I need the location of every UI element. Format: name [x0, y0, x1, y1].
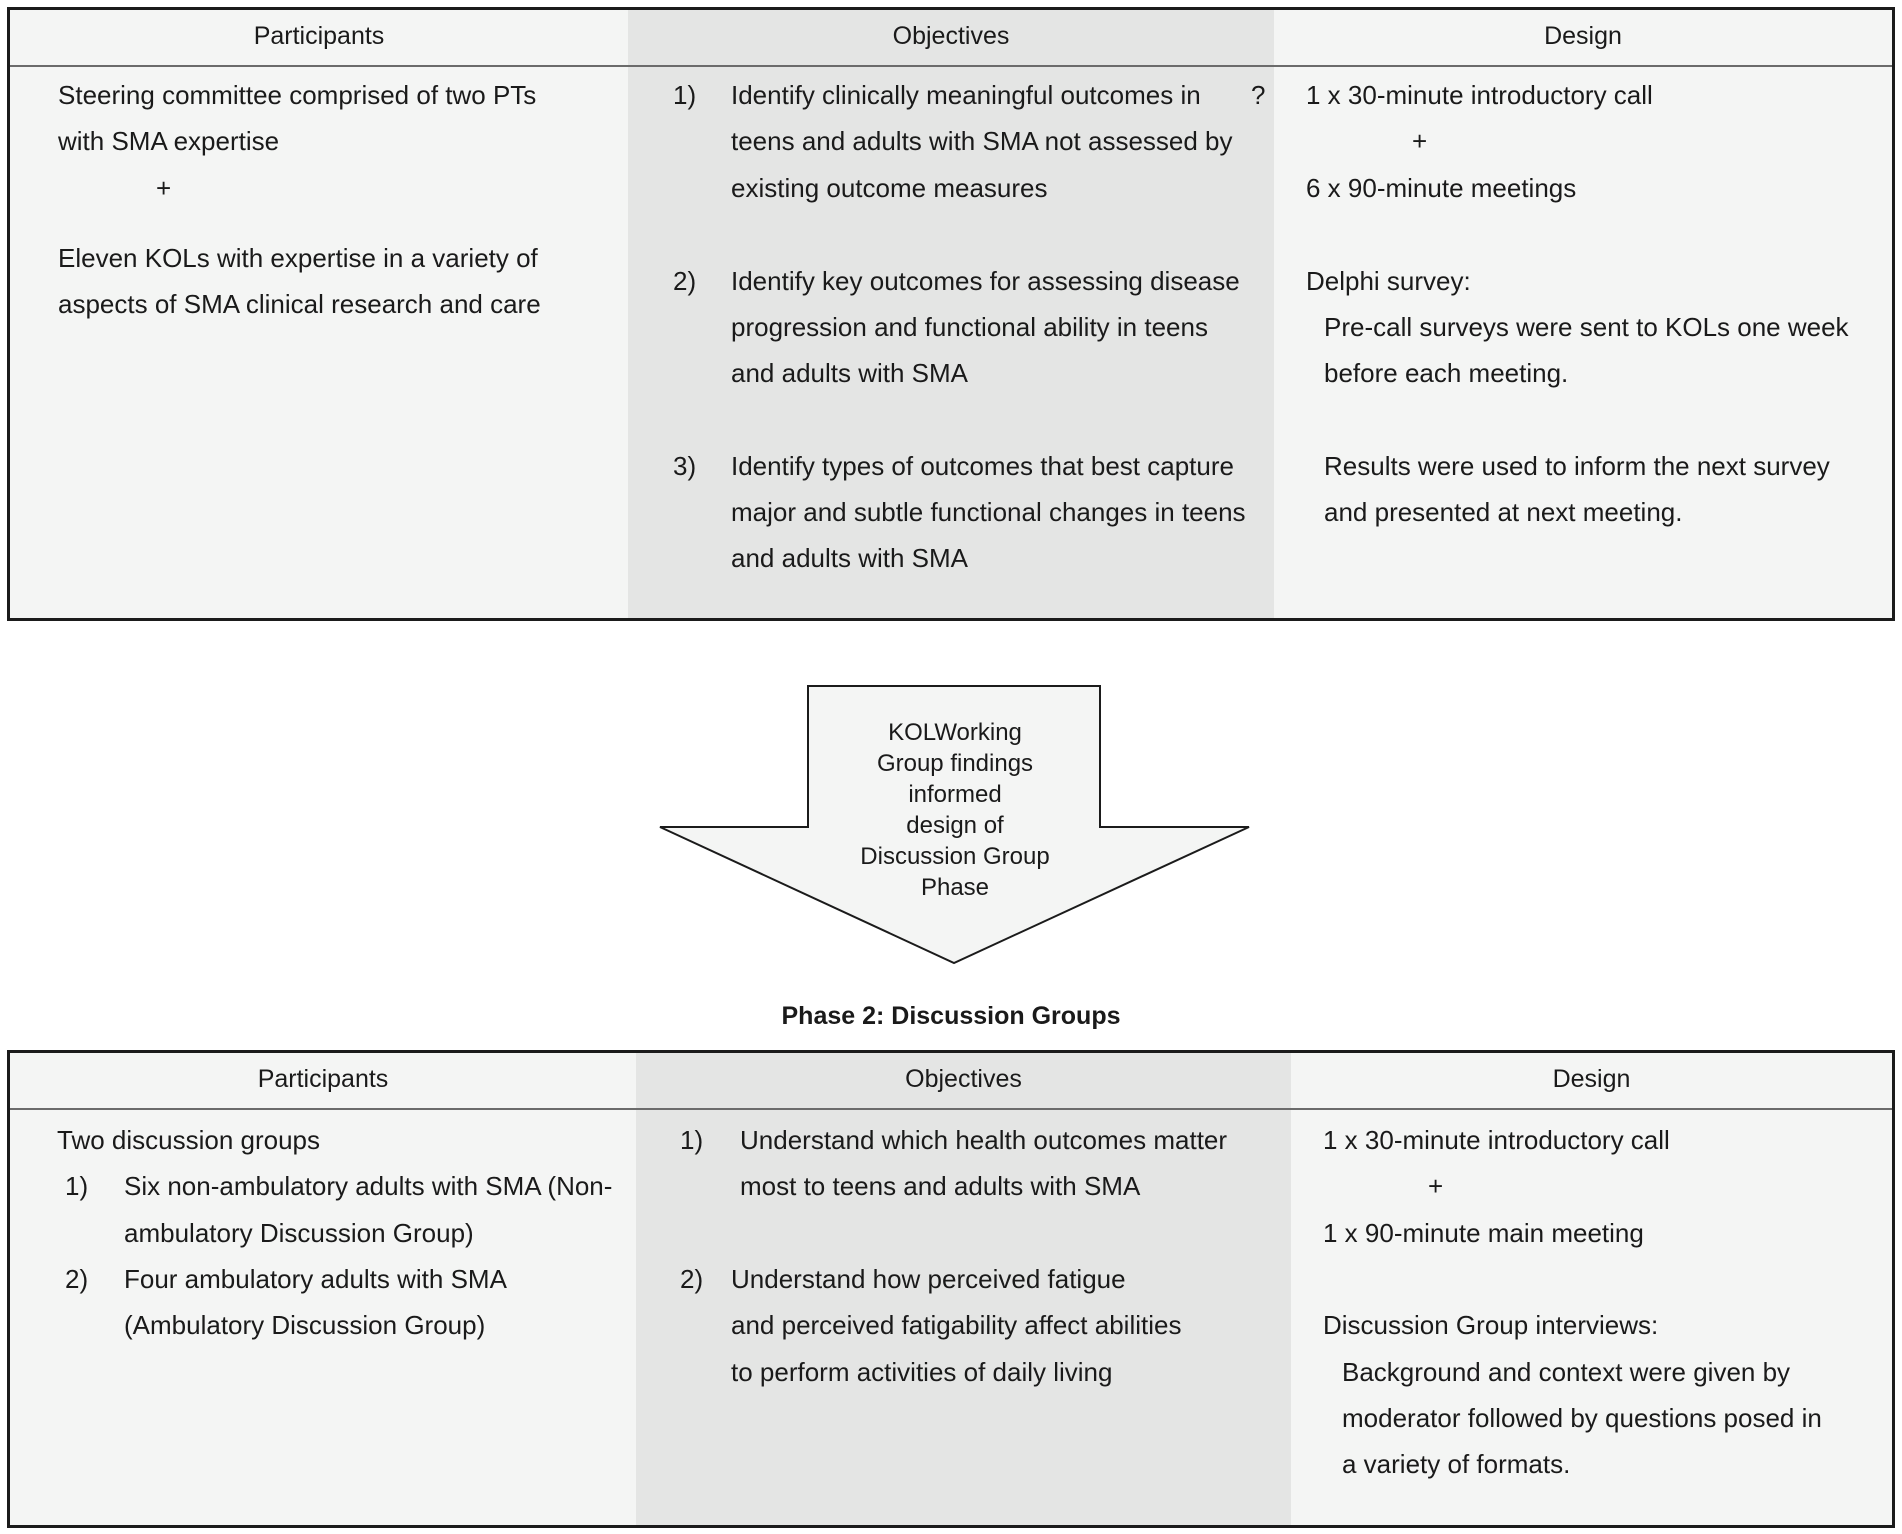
phase1-design-header: Design	[1274, 10, 1892, 67]
phase1-delphi-title: Delphi survey:	[1306, 266, 1471, 296]
phase1-design-column: Design 1 x 30-minute introductory call +…	[1274, 10, 1892, 618]
phase2-design-line: 1 x 30-minute introductory call	[1323, 1125, 1670, 1155]
phase2-participants-header: Participants	[10, 1053, 636, 1110]
phase2-design-line: 1 x 90-minute main meeting	[1323, 1218, 1644, 1248]
phase2-objective-line: most to teens and adults with SMA	[740, 1171, 1141, 1201]
phase2-title: Phase 2: Discussion Groups	[781, 1002, 1121, 1030]
phase1-delphi-line: Results were used to inform the next sur…	[1324, 451, 1830, 481]
phase2-participant-line: (Ambulatory Discussion Group)	[124, 1310, 486, 1340]
phase2-design-header: Design	[1291, 1053, 1892, 1110]
phase2-objective-number: 1)	[680, 1125, 704, 1155]
phase2-objectives-column: Objectives 1) Understand which health ou…	[636, 1053, 1291, 1525]
phase1-objective-number: 1)	[673, 80, 697, 110]
phase1-objective-line: Identify clinically meaningful outcomes …	[731, 80, 1201, 110]
phase2-objective-line: and perceived fatigability affect abilit…	[731, 1310, 1182, 1340]
phase2-participant-number: 2)	[65, 1264, 89, 1294]
phase1-objective-line: existing outcome measures	[731, 173, 1048, 203]
phase2-participant-line: Six non-ambulatory adults with SMA (Non-	[124, 1171, 613, 1201]
phase2-interview-line: Background and context were given by	[1342, 1357, 1791, 1387]
phase2-objectives-header: Objectives	[636, 1053, 1291, 1110]
phase2-participants-intro: Two discussion groups	[57, 1125, 321, 1155]
phase1-delphi-line: before each meeting.	[1324, 358, 1569, 388]
phase1-objective-line: and adults with SMA	[731, 543, 969, 573]
phase1-delphi-line: Pre-call surveys were sent to KOLs one w…	[1324, 312, 1849, 342]
phase2-objective-line: Understand which health outcomes matter	[740, 1125, 1228, 1155]
phase1-design-plus: +	[1412, 126, 1428, 156]
phase1-objective-line: progression and functional ability in te…	[731, 312, 1208, 342]
phase2-objective-line: Understand how perceived fatigue	[731, 1264, 1126, 1294]
phase1-participants-line: aspects of SMA clinical research and car…	[58, 289, 541, 319]
phase1-objectives-header: Objectives	[628, 10, 1274, 67]
phase1-objective-line: and adults with SMA	[731, 358, 969, 388]
phase1-participants-column: Participants Steering committee comprise…	[10, 10, 628, 618]
phase2-participant-number: 1)	[65, 1171, 89, 1201]
phase2-objective-number: 2)	[680, 1264, 704, 1294]
arrow-caption: KOLWorking Group findings informed desig…	[860, 719, 1050, 901]
phase2-interview-line: a variety of formats.	[1342, 1449, 1571, 1479]
phase1-objective-line: Identify types of outcomes that best cap…	[731, 451, 1234, 481]
phase1-participants-line: Eleven KOLs with expertise in a variety …	[58, 243, 538, 273]
phase2-participants-column: Participants Two discussion groups 1) Si…	[10, 1053, 636, 1525]
phase1-delphi-line: and presented at next meeting.	[1324, 497, 1683, 527]
phase1-objective-line: Identify key outcomes for assessing dise…	[731, 266, 1240, 296]
phase1-participants-plus: +	[156, 173, 172, 203]
phase1-objectives-column: Objectives 1) Identify clinically meanin…	[628, 10, 1274, 618]
phase1-table: Participants Steering committee comprise…	[7, 7, 1895, 621]
phase1-objective-number: 2)	[673, 266, 697, 296]
phase1-participants-line: Steering committee comprised of two PTs	[58, 80, 537, 110]
phase1-participants-header: Participants	[10, 10, 628, 67]
phase2-interviews-title: Discussion Group interviews:	[1323, 1310, 1659, 1340]
phase2-objective-line: to perform activities of daily living	[731, 1357, 1113, 1387]
phase2-table: Participants Two discussion groups 1) Si…	[7, 1050, 1895, 1528]
phase2-design-column: Design 1 x 30-minute introductory call +…	[1291, 1053, 1892, 1525]
phase2-participant-line: Four ambulatory adults with SMA	[124, 1264, 507, 1294]
phase1-design-line: 1 x 30-minute introductory call	[1306, 80, 1653, 110]
phase1-objective-line: teens and adults with SMA not assessed b…	[731, 126, 1233, 156]
phase2-participant-line: ambulatory Discussion Group)	[124, 1218, 474, 1248]
phase2-design-plus: +	[1428, 1171, 1444, 1201]
phase1-objective-line: major and subtle functional changes in t…	[731, 497, 1246, 527]
phase1-design-line: 6 x 90-minute meetings	[1306, 173, 1577, 203]
phase2-interview-line: moderator followed by questions posed in	[1342, 1403, 1822, 1433]
phase1-participants-line: with SMA expertise	[58, 126, 280, 156]
phase1-objective-mark: ?	[1251, 80, 1266, 110]
phase1-objective-number: 3)	[673, 451, 697, 481]
